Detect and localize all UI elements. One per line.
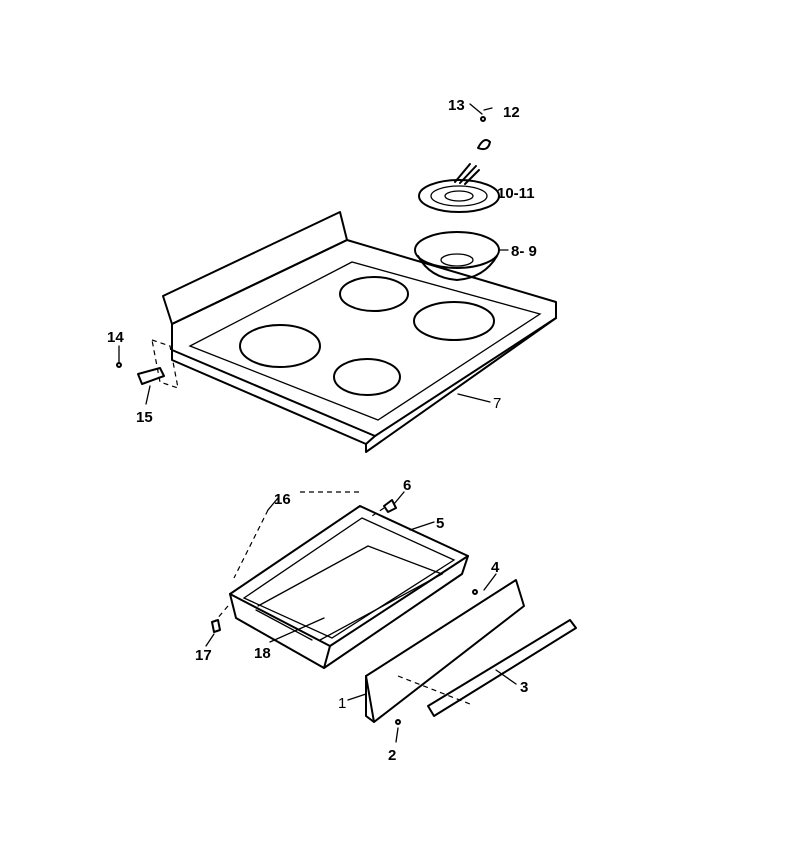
callout-2: 2	[388, 747, 396, 764]
leader-lines	[118, 103, 517, 743]
side-bracket	[116, 339, 179, 389]
callout-6: 6	[403, 477, 411, 494]
callout-12: 12	[503, 104, 520, 121]
callout-16: 16	[274, 491, 291, 508]
callout-1: 1	[338, 695, 346, 712]
callout-8-9: 8- 9	[511, 243, 537, 260]
drawer-handle	[427, 619, 577, 717]
callout-17: 17	[195, 647, 212, 664]
drawer-front-panel	[365, 579, 525, 723]
callout-14: 14	[107, 329, 124, 346]
surface-element	[418, 163, 500, 213]
callout-5: 5	[436, 515, 444, 532]
callout-13: 13	[448, 97, 465, 114]
drawer	[229, 505, 469, 669]
callout-7: 7	[493, 395, 501, 412]
callout-4: 4	[491, 559, 500, 576]
callout-18: 18	[254, 645, 271, 662]
screw-clip	[477, 116, 491, 151]
callout-15: 15	[136, 409, 153, 426]
callout-3: 3	[520, 679, 528, 696]
callout-10-11: 10-11	[497, 185, 535, 202]
